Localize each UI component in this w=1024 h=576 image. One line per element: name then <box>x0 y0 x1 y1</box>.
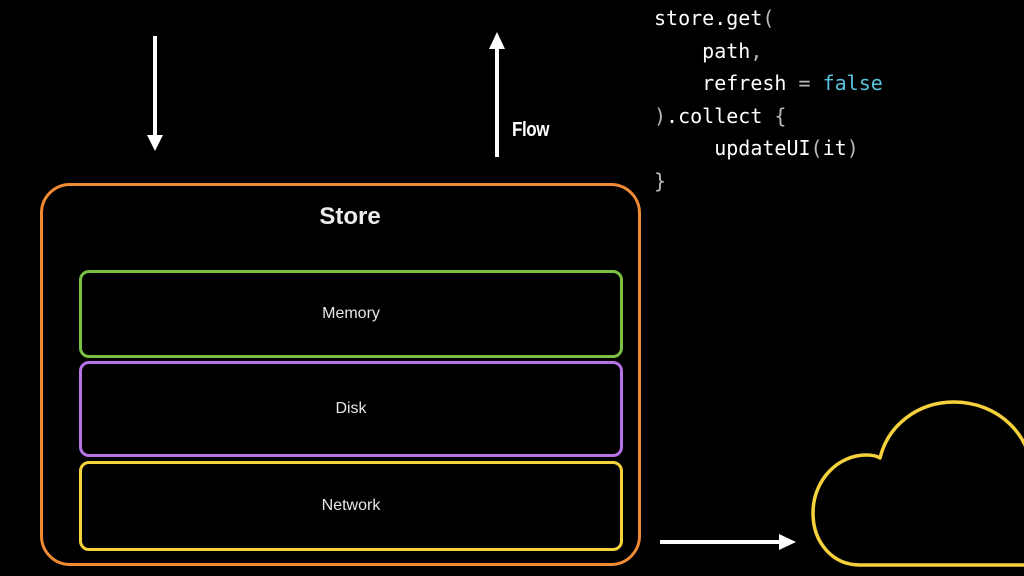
code-punctuation: ) <box>846 136 859 160</box>
disk-layer-label: Disk <box>335 400 367 417</box>
code-snippet: store.get( path, refresh = false ).colle… <box>654 2 883 197</box>
memory-layer: Memory <box>79 270 623 358</box>
code-punctuation: , <box>750 38 763 63</box>
store-container <box>40 183 641 566</box>
code-keyword: false <box>822 71 883 95</box>
flow-label: Flow <box>512 119 550 141</box>
cloud-icon <box>811 400 1024 567</box>
right-arrow-icon <box>660 534 796 550</box>
code-punctuation: ( <box>810 136 823 160</box>
code-token: path <box>702 38 751 63</box>
code-token: updateUI <box>714 136 811 160</box>
code-token: refresh <box>702 71 787 95</box>
code-punctuation: = <box>786 71 823 95</box>
code-token: .collect <box>666 103 775 128</box>
code-punctuation: } <box>654 168 667 193</box>
memory-layer-label: Memory <box>322 305 380 322</box>
code-token: it <box>822 136 847 160</box>
code-punctuation: ( <box>762 6 775 30</box>
network-layer-label: Network <box>321 497 381 514</box>
code-punctuation: { <box>774 103 787 128</box>
down-arrow-icon <box>147 36 163 151</box>
code-token: store.get <box>654 6 763 30</box>
disk-layer: Disk <box>79 361 623 457</box>
network-layer: Network <box>79 461 623 551</box>
store-title: Store <box>319 203 381 230</box>
up-arrow-icon <box>489 32 505 157</box>
code-punctuation: ) <box>654 103 667 128</box>
